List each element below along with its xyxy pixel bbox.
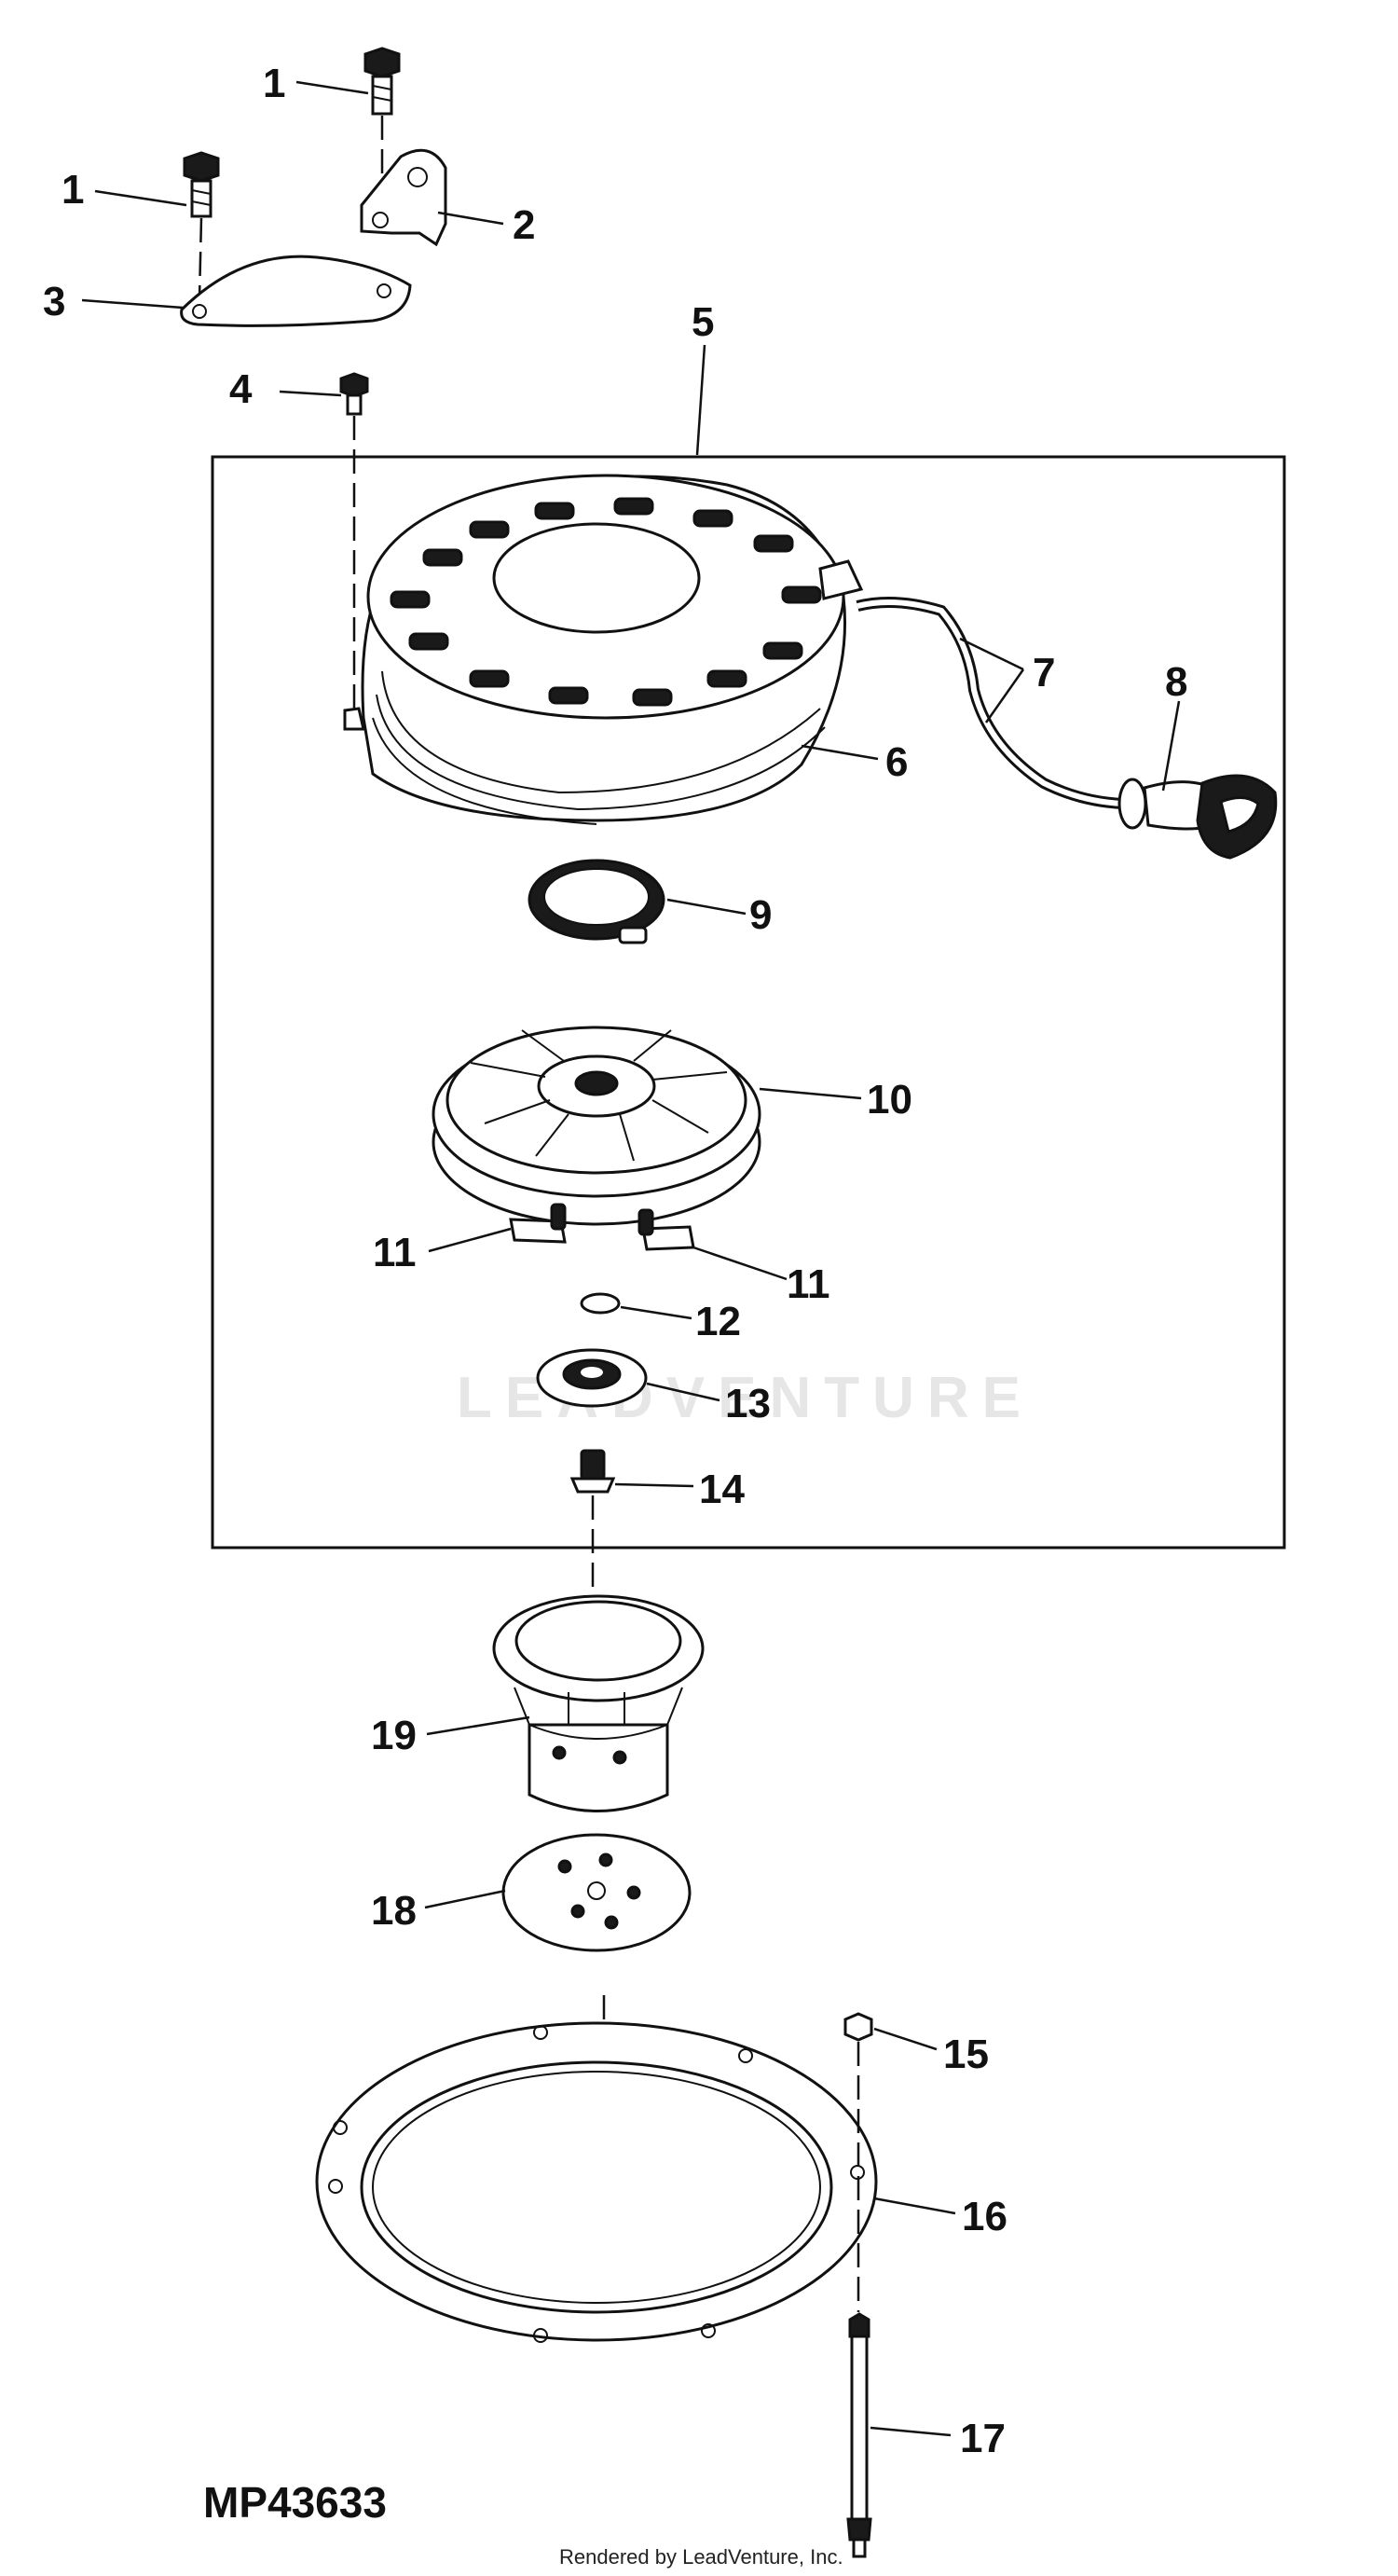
bracket-hole <box>407 167 428 187</box>
stud-part <box>846 2312 872 2558</box>
cover-plate-part <box>180 255 412 327</box>
callout-label: 7 <box>1033 650 1055 696</box>
callout-label: 4 <box>229 366 253 412</box>
callout-label: 11 <box>787 1261 830 1307</box>
callout-label: 2 <box>513 202 535 248</box>
callout-label: 10 <box>867 1077 912 1123</box>
callout-label: 17 <box>960 2416 1006 2461</box>
recoil-spring-part <box>528 859 665 944</box>
screw-axis <box>198 217 203 299</box>
callout-label: 19 <box>371 1713 417 1758</box>
pawl-part <box>509 1203 567 1244</box>
callout-label: 9 <box>749 892 772 938</box>
callout-label: 8 <box>1165 659 1187 705</box>
screen-plate-part <box>501 1833 692 1952</box>
starter-cup-part <box>492 1594 705 1812</box>
bracket-part <box>360 148 447 247</box>
callout-labels: 1 1 2 3 4 5 6 7 8 9 10 11 11 12 13 14 15… <box>43 61 1187 2461</box>
callout-label: 12 <box>695 1299 741 1344</box>
gasket-ring-part <box>315 2021 878 2343</box>
callout-label: 18 <box>371 1888 417 1934</box>
pawl-part <box>637 1208 695 1251</box>
housing-slots <box>390 497 822 707</box>
render-credit: Rendered by LeadVenture, Inc. <box>559 2545 843 2569</box>
callout-label: 11 <box>373 1230 417 1275</box>
nut-part <box>843 2012 873 2042</box>
callout-label: 1 <box>263 61 285 106</box>
ring-part <box>580 1292 621 1315</box>
ratchet-part <box>536 1348 648 1408</box>
bracket-hole <box>372 212 389 228</box>
leader-lines <box>81 80 1181 2437</box>
screw-part <box>183 151 220 218</box>
callout-label: 13 <box>725 1381 771 1426</box>
callout-label: 5 <box>692 299 714 345</box>
assembly-box <box>211 455 1286 1550</box>
callout-label: 14 <box>699 1467 745 1512</box>
callout-label: 1 <box>62 167 84 213</box>
drawing-code: MP43633 <box>203 2478 387 2527</box>
callout-label: 16 <box>962 2194 1007 2239</box>
recoil-housing-part <box>343 474 864 825</box>
plate-hole <box>192 304 207 319</box>
screw-part <box>363 47 401 116</box>
starter-handle-part <box>1117 774 1278 860</box>
callout-label: 6 <box>885 739 908 785</box>
screw-part <box>339 372 369 416</box>
center-shaft-part <box>569 1449 616 1494</box>
pulley-part <box>432 1026 761 1226</box>
plate-hole <box>377 283 391 298</box>
callout-label: 3 <box>43 279 65 324</box>
callout-label: 15 <box>943 2032 989 2077</box>
